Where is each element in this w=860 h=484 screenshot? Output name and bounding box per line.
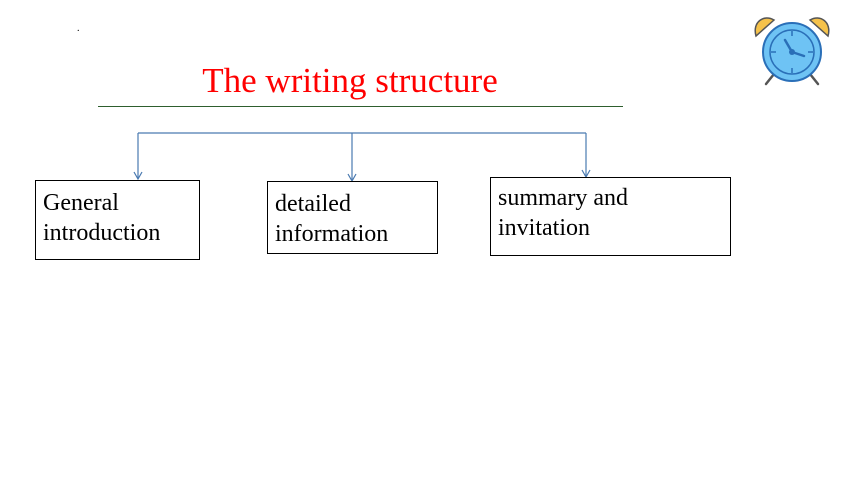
- box-detailed-information: detailed information: [267, 181, 438, 254]
- alarm-clock-icon: [754, 17, 830, 86]
- box-line: summary and: [498, 185, 628, 211]
- box-line: information: [275, 221, 389, 247]
- box-line: invitation: [498, 215, 590, 241]
- title-underline: [98, 106, 623, 107]
- dot-mark: .: [77, 23, 80, 34]
- box-line: introduction: [43, 220, 161, 246]
- page-title: The writing structure: [202, 61, 498, 100]
- arrowhead-left: [133, 171, 143, 181]
- box-general-introduction: General introduction: [35, 180, 200, 260]
- box-summary-invitation: summary and invitation: [490, 177, 731, 256]
- box-line: General: [43, 190, 119, 216]
- box-line: detailed: [275, 191, 351, 217]
